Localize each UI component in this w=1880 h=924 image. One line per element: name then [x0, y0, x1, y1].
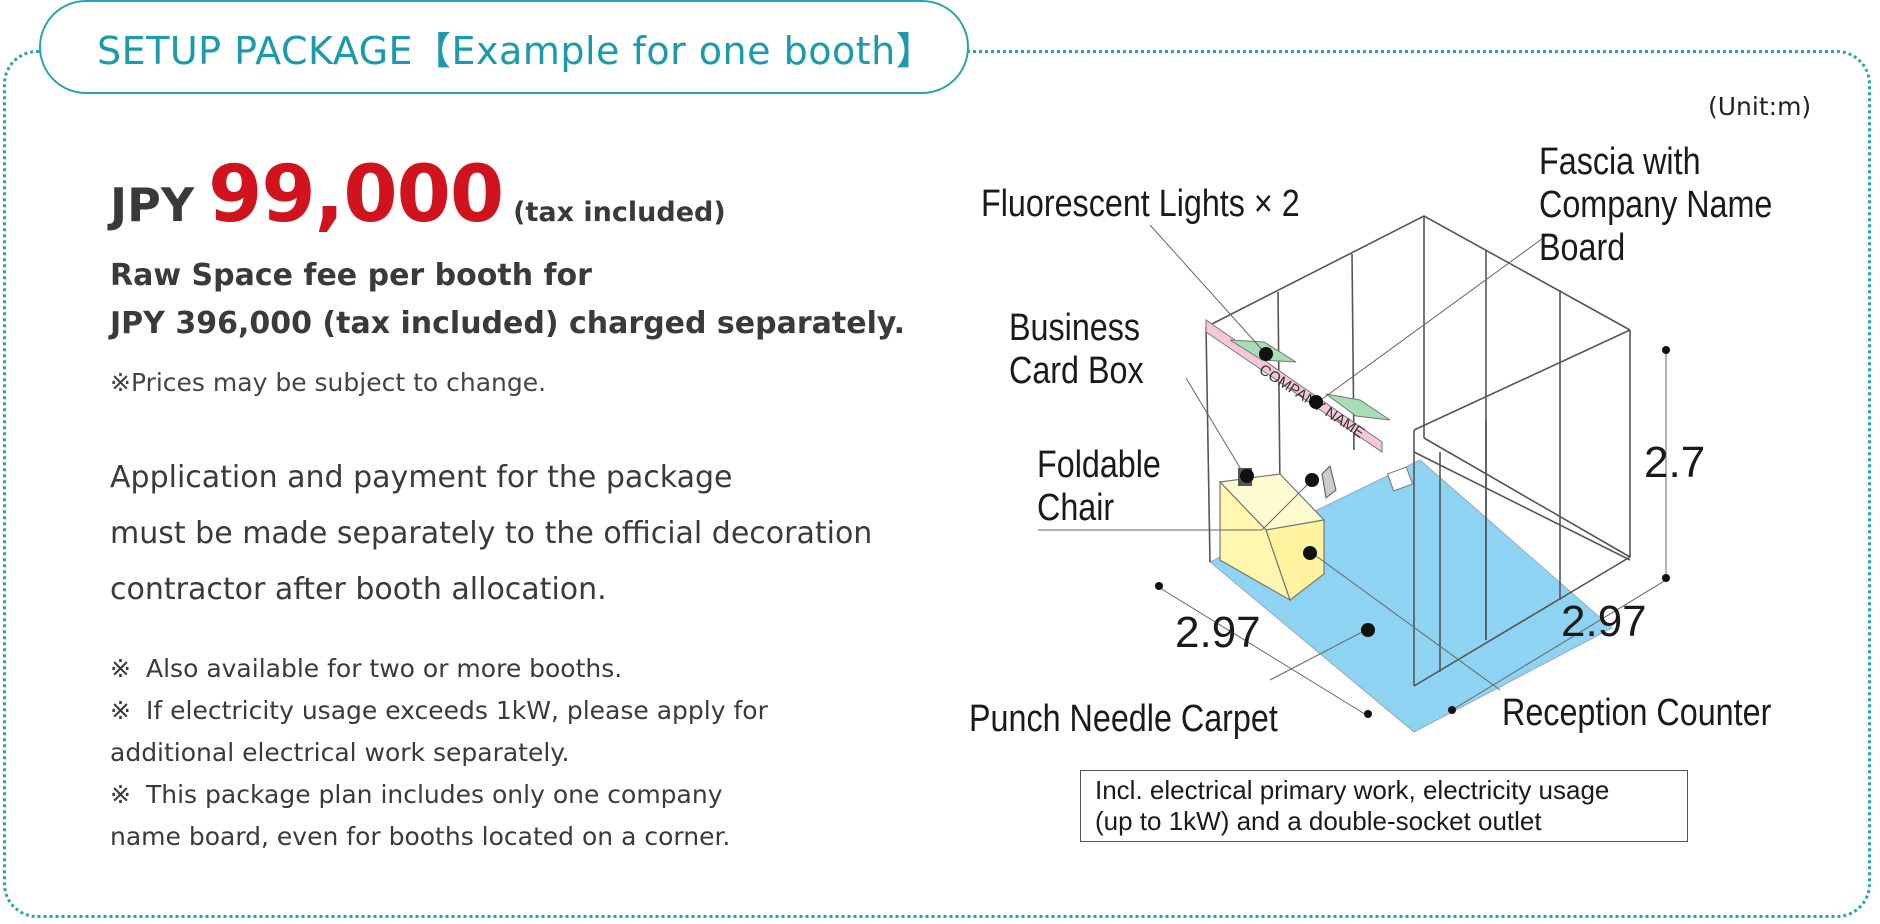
price-currency: JPY — [110, 178, 195, 232]
pointer-dot — [1309, 395, 1323, 409]
application-line-3: contractor after booth allocation. — [110, 572, 607, 607]
notes-list: ※ Also available for two or more booths.… — [110, 648, 768, 858]
price-tax-note: (tax included) — [513, 197, 726, 228]
included-line-2: (up to 1kW) and a double-socket outlet — [1095, 806, 1542, 836]
pointer-dot — [1305, 473, 1319, 487]
raw-space-line-1: Raw Space fee per booth for — [110, 258, 592, 293]
reception-counter-side — [1265, 519, 1325, 601]
note-item: ※ If electricity usage exceeds 1kW, plea… — [110, 690, 768, 732]
pointer-dot — [1361, 623, 1375, 637]
unit-label: (Unit:m) — [1708, 92, 1812, 121]
dimension-dot — [1662, 346, 1670, 354]
dimension-dot — [1155, 582, 1163, 590]
foldable-chair — [1321, 465, 1337, 499]
raw-space-fee: Raw Space fee per booth for JPY 396,000 … — [110, 252, 905, 348]
included-items-box: Incl. electrical primary work, electrici… — [1080, 770, 1688, 842]
package-title-text: SETUP PACKAGE【Example for one booth】 — [97, 28, 935, 73]
price-line: JPY 99,000 (tax included) — [110, 150, 726, 240]
dimension-dot — [1662, 574, 1670, 582]
outlet — [1386, 466, 1414, 492]
counter-label: Reception Counter — [1502, 692, 1772, 734]
package-title: SETUP PACKAGE【Example for one booth】 — [39, 0, 969, 94]
pointer-dot — [1303, 546, 1317, 560]
carpet-label: Punch Needle Carpet — [969, 698, 1278, 740]
price-amount: 99,000 — [208, 150, 504, 240]
raw-space-line-2: JPY 396,000 (tax included) charged separ… — [110, 306, 906, 341]
application-paragraph: Application and payment for the package … — [110, 450, 872, 618]
width-dimension-right: 2.97 — [1561, 597, 1647, 646]
pointer-dot — [1259, 347, 1273, 361]
application-line-2: must be made separately to the official … — [110, 516, 873, 551]
prices-note: ※Prices may be subject to change. — [110, 368, 547, 397]
fascia-label-line-2: Company Name — [1539, 184, 1773, 226]
height-dimension: 2.7 — [1644, 438, 1706, 487]
fascia-label-line-1: Fascia with — [1539, 141, 1701, 183]
note-text: This package plan includes only one comp… — [146, 780, 723, 809]
note-item: ※ This package plan includes only one co… — [110, 774, 768, 816]
note-mark: ※ — [110, 696, 131, 725]
fascia-label-line-3: Board — [1539, 227, 1626, 269]
note-continuation: name board, even for booths located on a… — [110, 822, 731, 851]
fluorescent-light — [1325, 393, 1391, 421]
card-box-label-line-2: Card Box — [1009, 350, 1144, 392]
included-line-1: Incl. electrical primary work, electrici… — [1095, 775, 1610, 805]
pointer-dot — [1240, 469, 1254, 483]
chair-label-line-1: Foldable — [1037, 444, 1161, 486]
application-line-1: Application and payment for the package — [110, 460, 733, 495]
dimension-dot — [1364, 710, 1372, 718]
chair-label-line-2: Chair — [1037, 487, 1115, 529]
booth-illustration: COMPANY NAME — [1038, 215, 1670, 733]
note-mark: ※ — [110, 780, 131, 809]
note-item: ※ Also available for two or more booths. — [110, 648, 768, 690]
note-text: Also available for two or more booths. — [146, 654, 623, 683]
fluorescent-lights-label: Fluorescent Lights × 2 — [981, 183, 1300, 225]
width-dimension-left: 2.97 — [1175, 608, 1261, 657]
note-mark: ※ — [110, 654, 131, 683]
note-text: If electricity usage exceeds 1kW, please… — [146, 696, 768, 725]
card-box-label-line-1: Business — [1009, 307, 1141, 349]
note-continuation: additional electrical work separately. — [110, 738, 570, 767]
dimension-dot — [1448, 706, 1456, 714]
